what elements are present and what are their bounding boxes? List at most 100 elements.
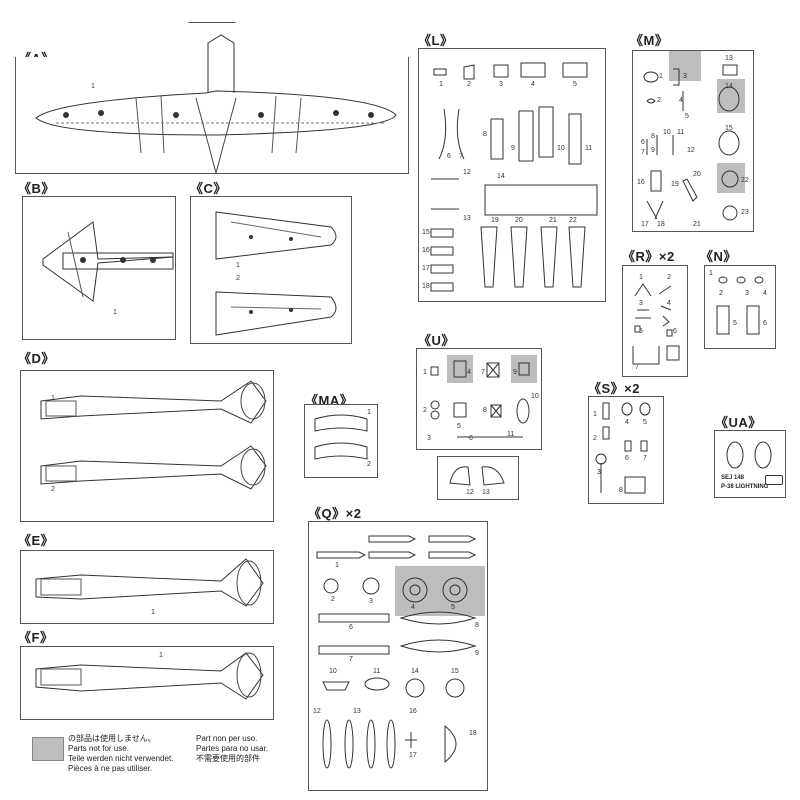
sprue-frame-m: 1 2 3 4 5 6 7 8 9 10 11 12 13 14 15 16 1… [632,50,754,232]
part-number: 10 [557,145,565,152]
landing-gear-drawing [430,62,598,292]
part-number: 4 [411,604,415,611]
part-number: 11 [585,145,593,152]
part-number: 23 [741,209,749,216]
part-number: 1 [159,652,163,659]
sprue-frame-u: 1 2 3 4 5 6 7 8 9 10 11 [416,348,542,450]
part-number: 6 [625,455,629,462]
part-number: 17 [409,752,417,759]
part-number: 3 [639,300,643,307]
part-number: 2 [423,407,427,414]
part-number: 1 [91,83,95,90]
part-number: 11 [507,431,515,438]
unused-part-shade [669,51,701,81]
part-number: 16 [637,179,645,186]
part-number: 7 [643,455,647,462]
legend-line: Part non per uso. [196,734,258,743]
kit-name-text: P-38 LIGHTNING [721,484,769,490]
legend-line: の部品は使用しません。 [68,734,156,743]
part-number: 18 [469,730,477,737]
part-number: 15 [725,125,733,132]
n-parts-drawing [716,276,764,335]
section-r-label: 《R》×2 [622,249,675,264]
part-number: 21 [693,221,701,228]
r-parts-drawing [632,283,680,365]
section-l-label: 《L》 [418,33,454,48]
boom-f-drawing [35,652,264,700]
part-number: 4 [625,419,629,426]
part-number: 8 [651,133,655,140]
part-number: 2 [467,81,471,88]
part-number: 1 [236,262,240,269]
wing-panels-drawing [215,211,337,336]
part-number: 14 [411,668,419,675]
part-number: 2 [593,435,597,442]
part-number: 7 [635,364,639,371]
legend-line: Pièces à ne pas utiliser. [68,764,153,773]
section-b-label: 《B》 [18,181,55,196]
part-number: 4 [667,300,671,307]
part-number: 22 [569,217,577,224]
legend-left-column: の部品は使用しません。 Parts not for use. Teile wer… [68,734,173,774]
section-n-label: 《N》 [700,249,737,264]
part-number: 21 [549,217,557,224]
section-s-label: 《S》×2 [588,381,640,396]
part-number: 1 [113,309,117,316]
sprue-frame-c: 1 2 [190,196,352,344]
unused-part-shade [447,355,473,383]
part-number: 1 [439,81,443,88]
part-number: 5 [451,604,455,611]
part-number: 1 [335,562,339,569]
part-number: 3 [427,435,431,442]
legend-line: Partes para no usar. [196,744,269,753]
legend-line: 不需要使用的部件 [196,754,260,763]
sprue-frame-ua: SEJ 148 P-38 LIGHTNING [714,430,786,498]
part-number: 1 [423,369,427,376]
part-number: 8 [483,131,487,138]
part-number: 12 [466,489,474,496]
part-number: 19 [491,217,499,224]
sprue-frame-a: 1 [15,22,409,174]
part-number: 5 [643,419,647,426]
part-number: 2 [236,275,240,282]
section-c-label: 《C》 [190,181,227,196]
part-number: 7 [481,369,485,376]
part-number: 2 [719,290,723,297]
section-ua-label: 《UA》 [715,415,762,430]
part-number: 4 [467,369,471,376]
part-number: 3 [369,598,373,605]
part-number: 20 [515,217,523,224]
boom-e-drawing [35,558,264,607]
section-e-label: 《E》 [18,533,55,548]
sprue-frame-n: 1 2 3 4 5 6 [704,265,776,349]
sprue-frame-ma: 1 2 [304,404,378,478]
part-number: 3 [499,81,503,88]
part-number: 19 [671,181,679,188]
part-number: 6 [469,435,473,442]
part-number: 10 [531,393,539,400]
section-u-label: 《U》 [418,333,455,348]
part-number: 16 [409,708,417,715]
sprue-frame-b: 1 [22,196,176,340]
legend-line: Parts not for use. [68,744,129,753]
sprue-frame-q: 1 2 3 4 5 6 7 8 9 10 11 12 13 14 15 16 1… [308,521,488,791]
part-number: 2 [331,596,335,603]
part-number: 15 [451,668,459,675]
part-number: 1 [367,409,371,416]
part-number: 15 [422,229,430,236]
part-number: 6 [447,153,451,160]
part-number: 5 [639,328,643,335]
part-number: 1 [709,270,713,277]
part-number: 2 [367,461,371,468]
sprue-frame-s: 1 2 3 4 5 6 7 8 [588,396,664,504]
part-number: 1 [639,274,643,281]
wing-drawing [35,34,397,173]
part-number: 13 [725,55,733,62]
part-number: 6 [641,139,645,146]
part-number: 22 [741,177,749,184]
part-number: 5 [733,320,737,327]
sprue-frame-e: 1 [20,550,274,624]
fuselage-top-drawing [42,221,174,302]
brand-logo-icon [765,475,783,485]
sprue-frame-r: 1 2 3 4 5 6 7 [622,265,688,377]
